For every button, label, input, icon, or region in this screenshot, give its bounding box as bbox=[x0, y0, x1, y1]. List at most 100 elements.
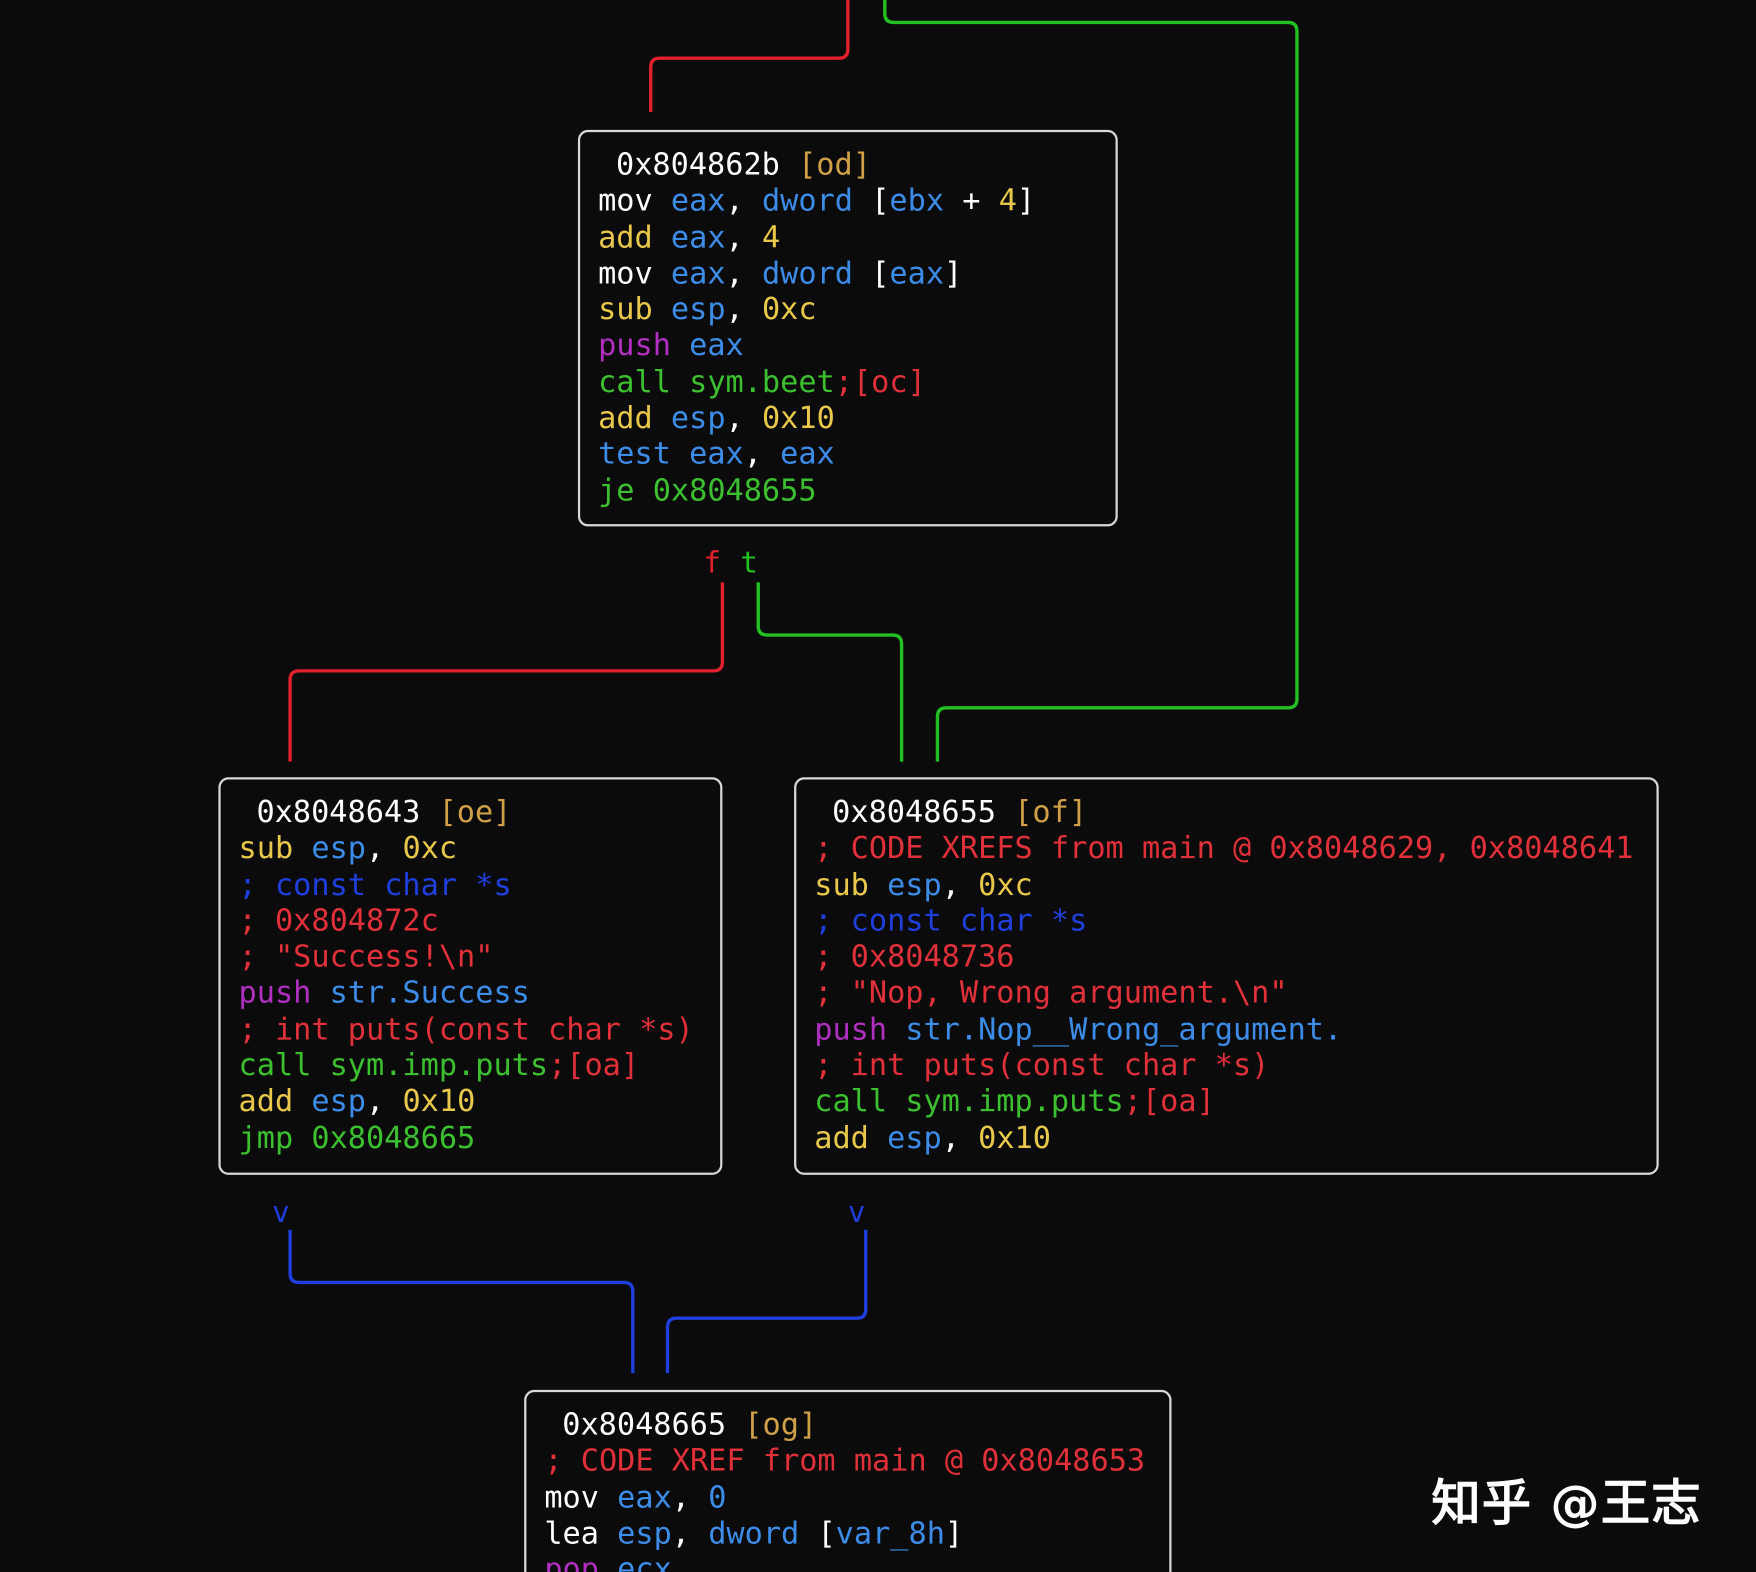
asm-token-tag: [od] bbox=[798, 147, 871, 183]
asm-line[interactable]: sub esp, 0xc bbox=[598, 293, 1098, 329]
asm-token-register: ebx bbox=[889, 184, 945, 219]
asm-token-mnemonic: 0xc bbox=[978, 867, 1033, 903]
basic-block-og[interactable]: 0x8048665 [og]; CODE XREF from main @ 0x… bbox=[524, 1389, 1172, 1572]
asm-token-register: test eax bbox=[598, 437, 744, 472]
asm-token-default: [ bbox=[799, 1516, 836, 1552]
asm-token-call: call sym.beet bbox=[598, 364, 835, 400]
asm-token-register: eax bbox=[617, 1480, 672, 1515]
asm-token-default: 0x8048665 bbox=[562, 1407, 745, 1443]
asm-line[interactable]: add esp, 0x10 bbox=[814, 1121, 1638, 1157]
asm-line[interactable]: test eax, eax bbox=[598, 437, 1098, 473]
asm-token-register: esp bbox=[670, 401, 726, 436]
asm-token-default: 0x804862b bbox=[616, 147, 799, 183]
block-address-header[interactable]: 0x8048643 [oe] bbox=[239, 795, 703, 831]
asm-token-default: ] bbox=[944, 256, 963, 292]
asm-token-register: eax bbox=[889, 256, 945, 292]
asm-line[interactable]: call sym.beet;[oc] bbox=[598, 365, 1098, 401]
asm-token-mnemonic: 4 bbox=[761, 220, 781, 255]
asm-token-push: pop bbox=[544, 1552, 618, 1572]
asm-token-mnemonic: sub bbox=[814, 867, 888, 903]
edge-label-false: f bbox=[703, 546, 721, 581]
asm-token-register: esp bbox=[311, 831, 367, 867]
asm-token-register: eax bbox=[670, 184, 726, 219]
asm-token-comment: ;[oa] bbox=[548, 1048, 640, 1084]
asm-line[interactable]: ; const char *s bbox=[239, 868, 703, 904]
asm-line[interactable]: ; 0x804872c bbox=[239, 904, 703, 940]
asm-token-default: , bbox=[366, 831, 403, 867]
asm-token-register: eax bbox=[670, 256, 726, 292]
asm-line[interactable]: mov eax, 0 bbox=[544, 1480, 1151, 1516]
asm-token-default: mov bbox=[598, 184, 671, 219]
asm-token-default: ] bbox=[944, 1516, 964, 1552]
asm-line[interactable]: jmp 0x8048665 bbox=[239, 1121, 703, 1157]
asm-line[interactable]: ; "Success!\n" bbox=[239, 940, 703, 976]
asm-token-register: str.Nop__Wrong_argument. bbox=[905, 1012, 1343, 1047]
asm-token-mnemonic: sub bbox=[238, 831, 312, 867]
asm-line[interactable]: ; CODE XREFS from main @ 0x8048629, 0x80… bbox=[814, 831, 1638, 867]
asm-line[interactable]: push str.Success bbox=[239, 976, 703, 1012]
asm-line[interactable]: lea esp, dword [var_8h] bbox=[544, 1516, 1151, 1552]
asm-token-comment: ; CODE XREF from main @ 0x8048653 bbox=[544, 1444, 1146, 1479]
asm-token-default: , bbox=[725, 292, 762, 328]
block-address-header[interactable]: 0x8048665 [og] bbox=[544, 1408, 1151, 1444]
asm-token-default: [ bbox=[853, 184, 890, 219]
block-address-header[interactable]: 0x804862b [od] bbox=[598, 148, 1098, 184]
asm-token-comment: ; 0x804872c bbox=[238, 903, 439, 939]
basic-block-oe[interactable]: 0x8048643 [oe]sub esp, 0xc; const char *… bbox=[218, 777, 723, 1175]
asm-token-default: + bbox=[944, 184, 999, 219]
asm-token-default: , bbox=[671, 1516, 709, 1552]
asm-token-default: , bbox=[941, 1120, 979, 1156]
asm-line[interactable]: ; 0x8048736 bbox=[814, 940, 1638, 976]
asm-token-mnemonic: add bbox=[238, 1084, 312, 1120]
asm-token-default: lea bbox=[544, 1516, 618, 1552]
asm-line[interactable]: je 0x8048655 bbox=[598, 473, 1098, 509]
asm-token-register: esp bbox=[311, 1084, 367, 1120]
asm-line[interactable]: add esp, 0x10 bbox=[598, 401, 1098, 437]
asm-line[interactable]: ; int puts(const char *s) bbox=[814, 1048, 1638, 1084]
asm-token-register: eax bbox=[689, 328, 744, 364]
asm-token-push: push bbox=[598, 328, 690, 364]
edge-od-false-to-oe bbox=[288, 582, 725, 762]
asm-line[interactable]: call sym.imp.puts;[oa] bbox=[814, 1085, 1638, 1121]
asm-line[interactable]: sub esp, 0xc bbox=[814, 868, 1638, 904]
asm-token-tag: [of] bbox=[1014, 795, 1088, 830]
asm-line[interactable]: pop ecx bbox=[544, 1553, 1151, 1572]
asm-token-call: call sym.imp.puts bbox=[238, 1048, 549, 1084]
block-address-header[interactable]: 0x8048655 [of] bbox=[814, 795, 1638, 831]
asm-token-register: esp bbox=[670, 292, 726, 328]
asm-line[interactable]: ; CODE XREF from main @ 0x8048653 bbox=[544, 1444, 1151, 1480]
asm-token-keyword: dword bbox=[761, 256, 854, 292]
asm-line[interactable]: add esp, 0x10 bbox=[239, 1085, 703, 1121]
asm-line[interactable]: ; "Nop, Wrong argument.\n" bbox=[814, 976, 1638, 1012]
asm-token-keyword: dword bbox=[708, 1516, 800, 1552]
asm-token-comment: ; int puts(const char *s) bbox=[814, 1048, 1270, 1084]
asm-token-mnemonic: sub bbox=[598, 292, 671, 328]
asm-token-mnemonic: 4 bbox=[998, 184, 1017, 219]
asm-line[interactable]: sub esp, 0xc bbox=[239, 831, 703, 867]
asm-token-default: , bbox=[366, 1084, 403, 1120]
basic-block-od[interactable]: 0x804862b [od]mov eax, dword [ebx + 4]ad… bbox=[577, 129, 1118, 527]
asm-token-mnemonic: 0x10 bbox=[761, 401, 835, 436]
asm-line[interactable]: call sym.imp.puts;[oa] bbox=[239, 1048, 703, 1084]
asm-line[interactable]: ; int puts(const char *s) bbox=[239, 1012, 703, 1048]
asm-token-comment-type: ; const char *s bbox=[814, 903, 1088, 939]
asm-token-mnemonic: add bbox=[814, 1120, 888, 1156]
asm-line[interactable]: push eax bbox=[598, 329, 1098, 365]
asm-token-default: , bbox=[725, 401, 762, 436]
asm-line[interactable]: mov eax, dword [eax] bbox=[598, 256, 1098, 292]
edge-of-to-og bbox=[665, 1229, 868, 1374]
asm-token-comment: ; int puts(const char *s) bbox=[238, 1012, 694, 1047]
asm-line[interactable]: mov eax, dword [ebx + 4] bbox=[598, 184, 1098, 220]
asm-line[interactable]: add eax, 4 bbox=[598, 220, 1098, 256]
asm-token-tag: [og] bbox=[744, 1407, 818, 1443]
asm-token-default: , bbox=[725, 256, 762, 292]
asm-token-default: , bbox=[725, 184, 762, 219]
asm-line[interactable]: push str.Nop__Wrong_argument. bbox=[814, 1012, 1638, 1048]
asm-token-default: [ bbox=[853, 256, 890, 292]
edge-oe-to-og bbox=[288, 1229, 635, 1374]
basic-block-of[interactable]: 0x8048655 [of]; CODE XREFS from main @ 0… bbox=[794, 777, 1659, 1175]
asm-line[interactable]: ; const char *s bbox=[814, 904, 1638, 940]
asm-token-register: ecx bbox=[617, 1552, 672, 1572]
